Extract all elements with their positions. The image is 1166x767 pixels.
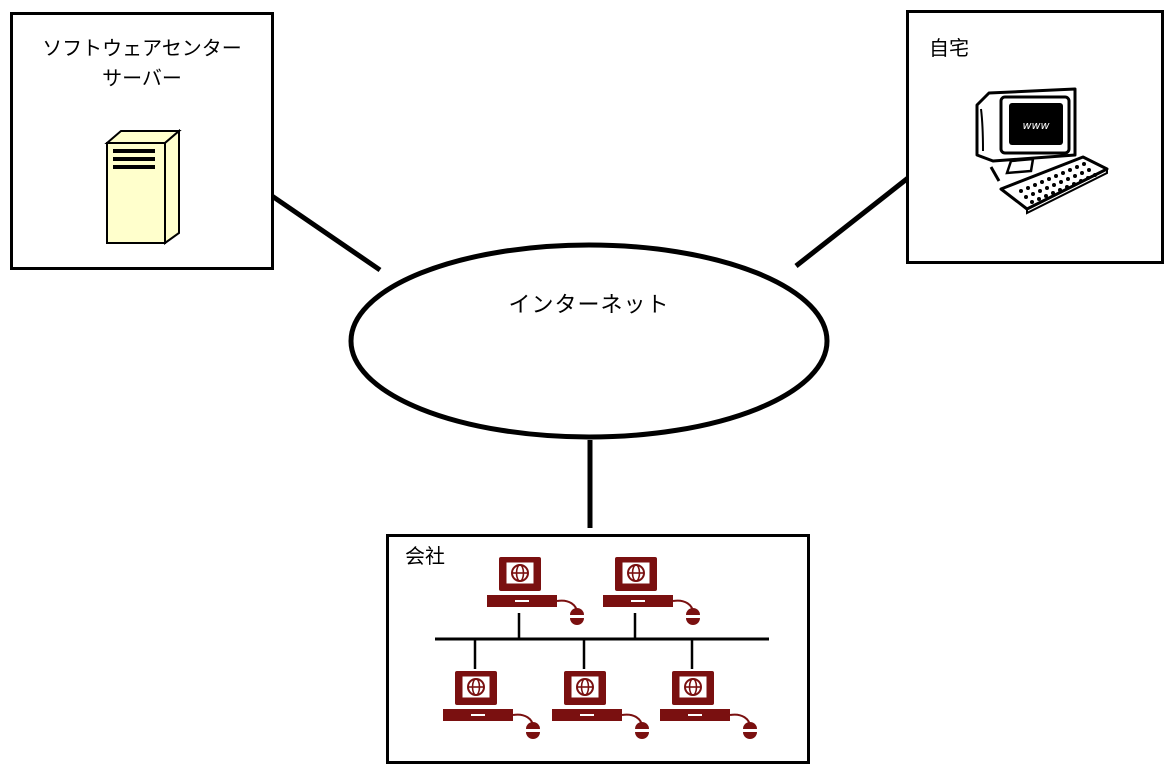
server-label-line-1: ソフトウェアセンター: [42, 36, 242, 60]
server-label-line-2: サーバー: [102, 66, 182, 90]
server-label: ソフトウェアセンター サーバー: [13, 33, 271, 93]
network-workstation-icon: [442, 670, 541, 740]
internet-label: インターネット: [508, 293, 670, 318]
network-workstation-icon: [602, 556, 701, 626]
server-internet-link: [270, 193, 382, 273]
office-node: 会社: [386, 534, 810, 764]
office-network: [435, 556, 769, 740]
internet-cloud: [348, 242, 830, 440]
network-workstation-icon: [486, 556, 585, 626]
network-workstation-icon: [659, 670, 758, 740]
server-tower-icon: [104, 129, 182, 245]
desktop-computer-icon: www: [975, 87, 1109, 215]
network-workstation-icon: [551, 670, 650, 740]
home-internet-link: [794, 176, 910, 268]
server-node: ソフトウェアセンター サーバー: [10, 12, 274, 270]
home-node: 自宅 www: [906, 10, 1164, 264]
office-label: 会社: [405, 544, 445, 568]
screen-text: www: [1023, 119, 1050, 132]
home-label: 自宅: [929, 36, 969, 60]
